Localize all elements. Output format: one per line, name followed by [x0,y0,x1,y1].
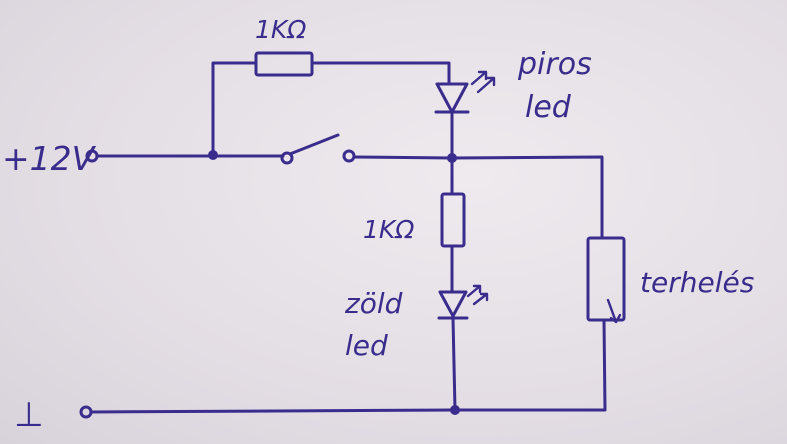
led-green-symbol [437,284,489,412]
resistor-mid [440,192,466,248]
load-arrow [606,298,622,324]
switch-contact-a [280,151,294,165]
resistor-top [254,51,314,77]
label-load: terhelés [640,266,754,299]
switch-lever [288,133,340,156]
junction-bottom [450,405,460,415]
wire-bypass-left [211,61,258,157]
label-led-green-line1: zöld [344,287,403,320]
label-led-red-line2: led [525,90,572,125]
label-led-green-line2: led [345,329,388,362]
wire-ground [89,408,457,414]
label-supply: +12V [2,139,97,178]
label-led-red-line1: piros [517,47,592,82]
wire-main [352,155,604,240]
label-resistor-mid: 1KΩ [363,215,414,244]
label-ground: ⊥ [14,395,44,435]
label-resistor-top: 1KΩ [255,15,306,44]
wire-load-return [453,318,607,412]
led-red-symbol [434,70,496,160]
load-resistor [586,236,626,322]
junction-left [208,150,218,160]
switch-contact-b [342,149,356,163]
wire-bypass-right [310,61,451,84]
